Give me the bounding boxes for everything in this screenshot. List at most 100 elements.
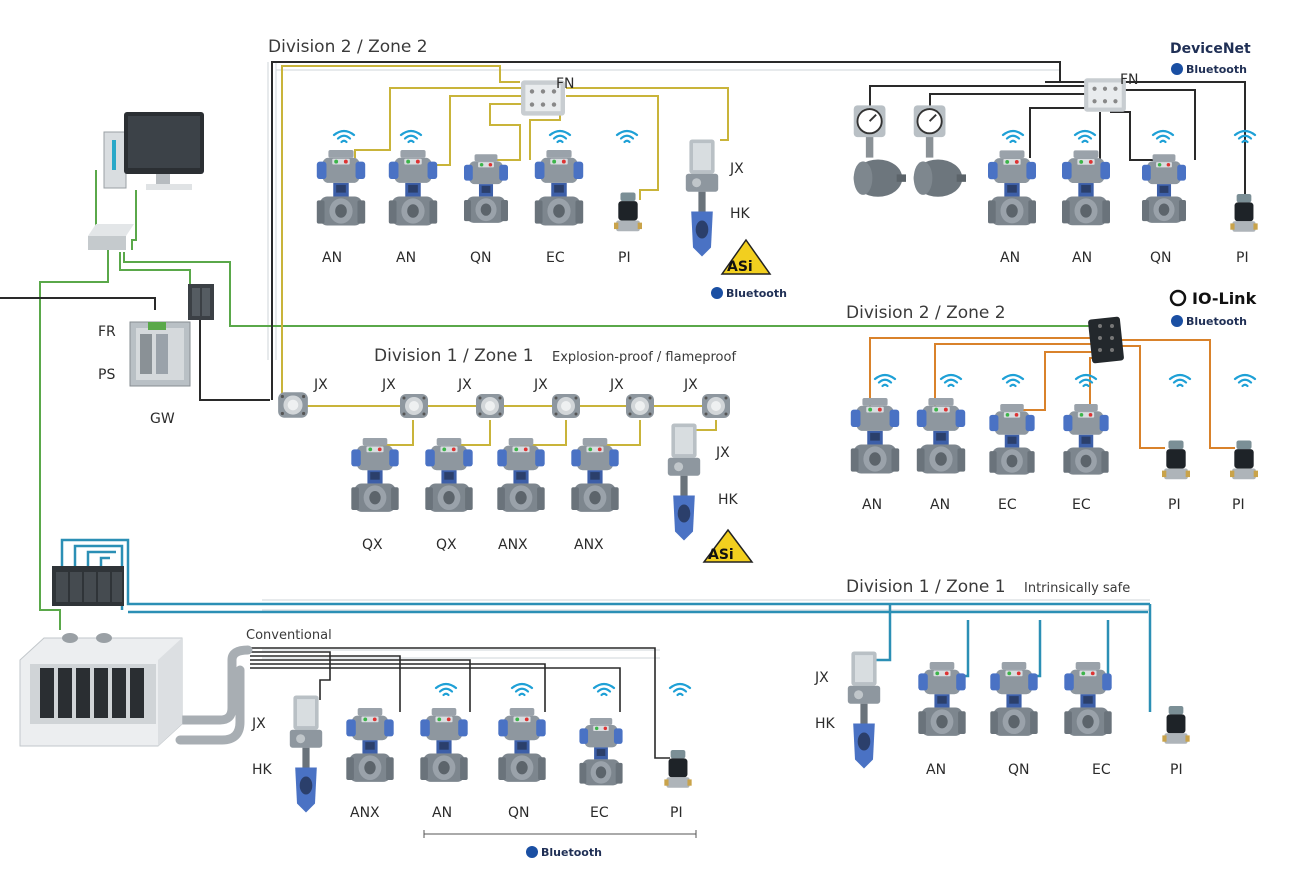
group-bottom-left: JX HK ANX AN QN EC PI bbox=[251, 682, 692, 821]
wifi-icon bbox=[1001, 373, 1025, 388]
device-label: QX bbox=[436, 537, 457, 553]
bluetooth-icon bbox=[1171, 63, 1183, 75]
actuated-valve bbox=[346, 708, 394, 782]
devicenet-logo-icon: DeviceNet bbox=[1170, 41, 1251, 57]
actuated-valve bbox=[571, 438, 619, 512]
device-label: QN bbox=[1008, 762, 1030, 778]
wifi-icon bbox=[510, 682, 534, 697]
bluetooth-label-top-right: Bluetooth bbox=[1186, 63, 1247, 76]
gw-label: GW bbox=[150, 411, 175, 427]
device-label: EC bbox=[590, 805, 609, 821]
jx-label: JX bbox=[457, 377, 472, 393]
junction-box-icon bbox=[400, 394, 428, 418]
knife-gate-valve bbox=[685, 139, 719, 257]
positioner-pi bbox=[1162, 706, 1190, 744]
jx-label: JX bbox=[251, 716, 266, 732]
device-label: PI bbox=[618, 250, 631, 266]
hk-label: HK bbox=[252, 762, 273, 778]
cable-network bbox=[0, 61, 1246, 838]
jx-label: JX bbox=[313, 377, 328, 393]
actuated-valve bbox=[918, 662, 966, 736]
actuated-valve bbox=[990, 662, 1038, 736]
control-room: FR PS GW bbox=[19, 112, 214, 747]
device-label: AN bbox=[322, 250, 342, 266]
wifi-icon bbox=[939, 373, 963, 388]
actuated-valve bbox=[351, 438, 399, 512]
knife-gate-valve bbox=[289, 695, 323, 813]
jx-label: JX bbox=[814, 670, 829, 686]
motor-gauge-icon bbox=[912, 104, 966, 198]
wifi-icon bbox=[615, 129, 639, 144]
field-router-cabinet-icon bbox=[129, 321, 191, 387]
hk-label: HK bbox=[815, 716, 836, 732]
actuated-valve bbox=[498, 708, 546, 782]
zone-title-div2-right: Division 2 / Zone 2 bbox=[846, 303, 1006, 323]
wifi-icon bbox=[1151, 129, 1175, 144]
actuated-valve bbox=[388, 150, 438, 226]
devicenet-logo-text: DeviceNet bbox=[1170, 41, 1251, 57]
knife-gate-valve bbox=[847, 651, 881, 769]
actuated-valve bbox=[497, 438, 545, 512]
actuated-valve bbox=[989, 404, 1035, 475]
actuated-valve bbox=[850, 398, 900, 474]
zone-title-div1-mid: Division 1 / Zone 1 bbox=[374, 346, 534, 366]
motor-gauge-icon bbox=[852, 104, 906, 198]
device-label: QN bbox=[1150, 250, 1172, 266]
actuated-valve bbox=[988, 150, 1036, 226]
positioner-pi bbox=[1162, 440, 1190, 480]
io-modules-icon bbox=[52, 566, 124, 606]
junction-box-icon bbox=[702, 394, 730, 418]
actuated-valve bbox=[1063, 404, 1109, 475]
zone-title-div2-top: Division 2 / Zone 2 bbox=[268, 37, 428, 57]
device-label: PI bbox=[670, 805, 683, 821]
marshalling-cabinet-icon bbox=[19, 633, 183, 747]
jx-label: JX bbox=[533, 377, 548, 393]
device-label: AN bbox=[396, 250, 416, 266]
knife-gate-valve bbox=[667, 423, 701, 541]
device-label: AN bbox=[1000, 250, 1020, 266]
hk-label: HK bbox=[718, 492, 739, 508]
bluetooth-label-asi-top: Bluetooth bbox=[726, 287, 787, 300]
actuated-valve bbox=[1062, 150, 1110, 226]
bluetooth-label-bottom: Bluetooth bbox=[541, 846, 602, 859]
fn-label: FN bbox=[1120, 72, 1139, 88]
jx-label: JX bbox=[715, 445, 730, 461]
bluetooth-logo-iolink: Bluetooth bbox=[1171, 315, 1247, 328]
gateway-modules-icon bbox=[188, 284, 214, 320]
device-label: AN bbox=[926, 762, 946, 778]
zone-note-intrinsically-safe: Intrinsically safe bbox=[1024, 581, 1130, 596]
actuated-valve bbox=[425, 438, 473, 512]
device-label: PI bbox=[1168, 497, 1181, 513]
wifi-icon bbox=[332, 129, 356, 144]
svg-text:ASi: ASi bbox=[708, 547, 734, 563]
device-label: QN bbox=[508, 805, 530, 821]
device-label: EC bbox=[546, 250, 565, 266]
junction-box-icon bbox=[476, 394, 504, 418]
wifi-icon bbox=[1074, 373, 1098, 388]
jx-label: JX bbox=[381, 377, 396, 393]
network-switch-icon bbox=[88, 224, 134, 250]
wifi-icon bbox=[399, 129, 423, 144]
jx-label: JX bbox=[683, 377, 698, 393]
bluetooth-logo-asi-top: Bluetooth bbox=[711, 287, 787, 300]
wifi-icon bbox=[1168, 373, 1192, 388]
device-label: QN bbox=[470, 250, 492, 266]
zone-title-conventional: Conventional bbox=[246, 628, 332, 643]
device-label: PI bbox=[1232, 497, 1245, 513]
ps-label: PS bbox=[98, 367, 115, 383]
actuated-valve bbox=[420, 708, 468, 782]
actuated-valve bbox=[1142, 154, 1186, 223]
wifi-icon bbox=[1073, 129, 1097, 144]
positioner-pi bbox=[1230, 194, 1258, 232]
device-label: PI bbox=[1236, 250, 1249, 266]
positioner-pi bbox=[614, 192, 642, 232]
device-label: EC bbox=[1092, 762, 1111, 778]
bluetooth-logo-bottom: Bluetooth bbox=[526, 846, 602, 859]
wifi-icon bbox=[1001, 129, 1025, 144]
positioner-pi bbox=[664, 750, 692, 788]
device-label: ANX bbox=[574, 537, 604, 553]
zone-note-explosion-proof: Explosion-proof / flameproof bbox=[552, 350, 736, 365]
wifi-icon bbox=[668, 682, 692, 697]
group-top-left: FN AN AN QN EC PI JX HK bbox=[316, 76, 751, 266]
